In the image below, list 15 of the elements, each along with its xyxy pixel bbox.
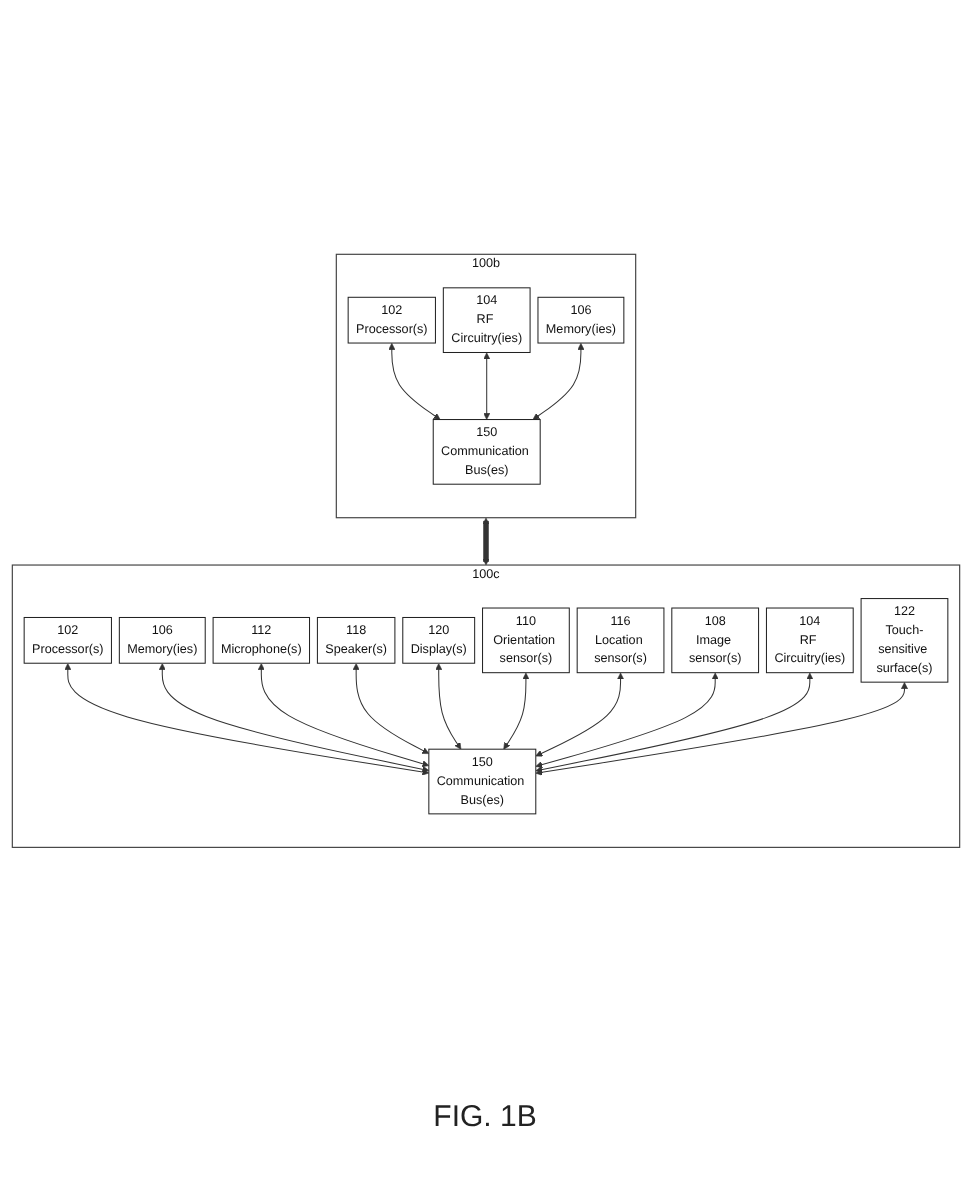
arrow (482, 351, 490, 419)
arrow (502, 671, 529, 749)
figure-caption: FIG. 1B (433, 1100, 537, 1134)
arrow (63, 662, 429, 775)
arrow (531, 342, 584, 419)
arrow (481, 516, 489, 565)
arrow (387, 342, 440, 419)
arrow (534, 671, 813, 773)
arrow (534, 671, 623, 756)
arrow (534, 671, 718, 768)
arrow (534, 681, 907, 775)
arrow (256, 662, 429, 767)
arrow (351, 662, 429, 754)
arrow (434, 662, 461, 749)
arrow (157, 662, 429, 772)
